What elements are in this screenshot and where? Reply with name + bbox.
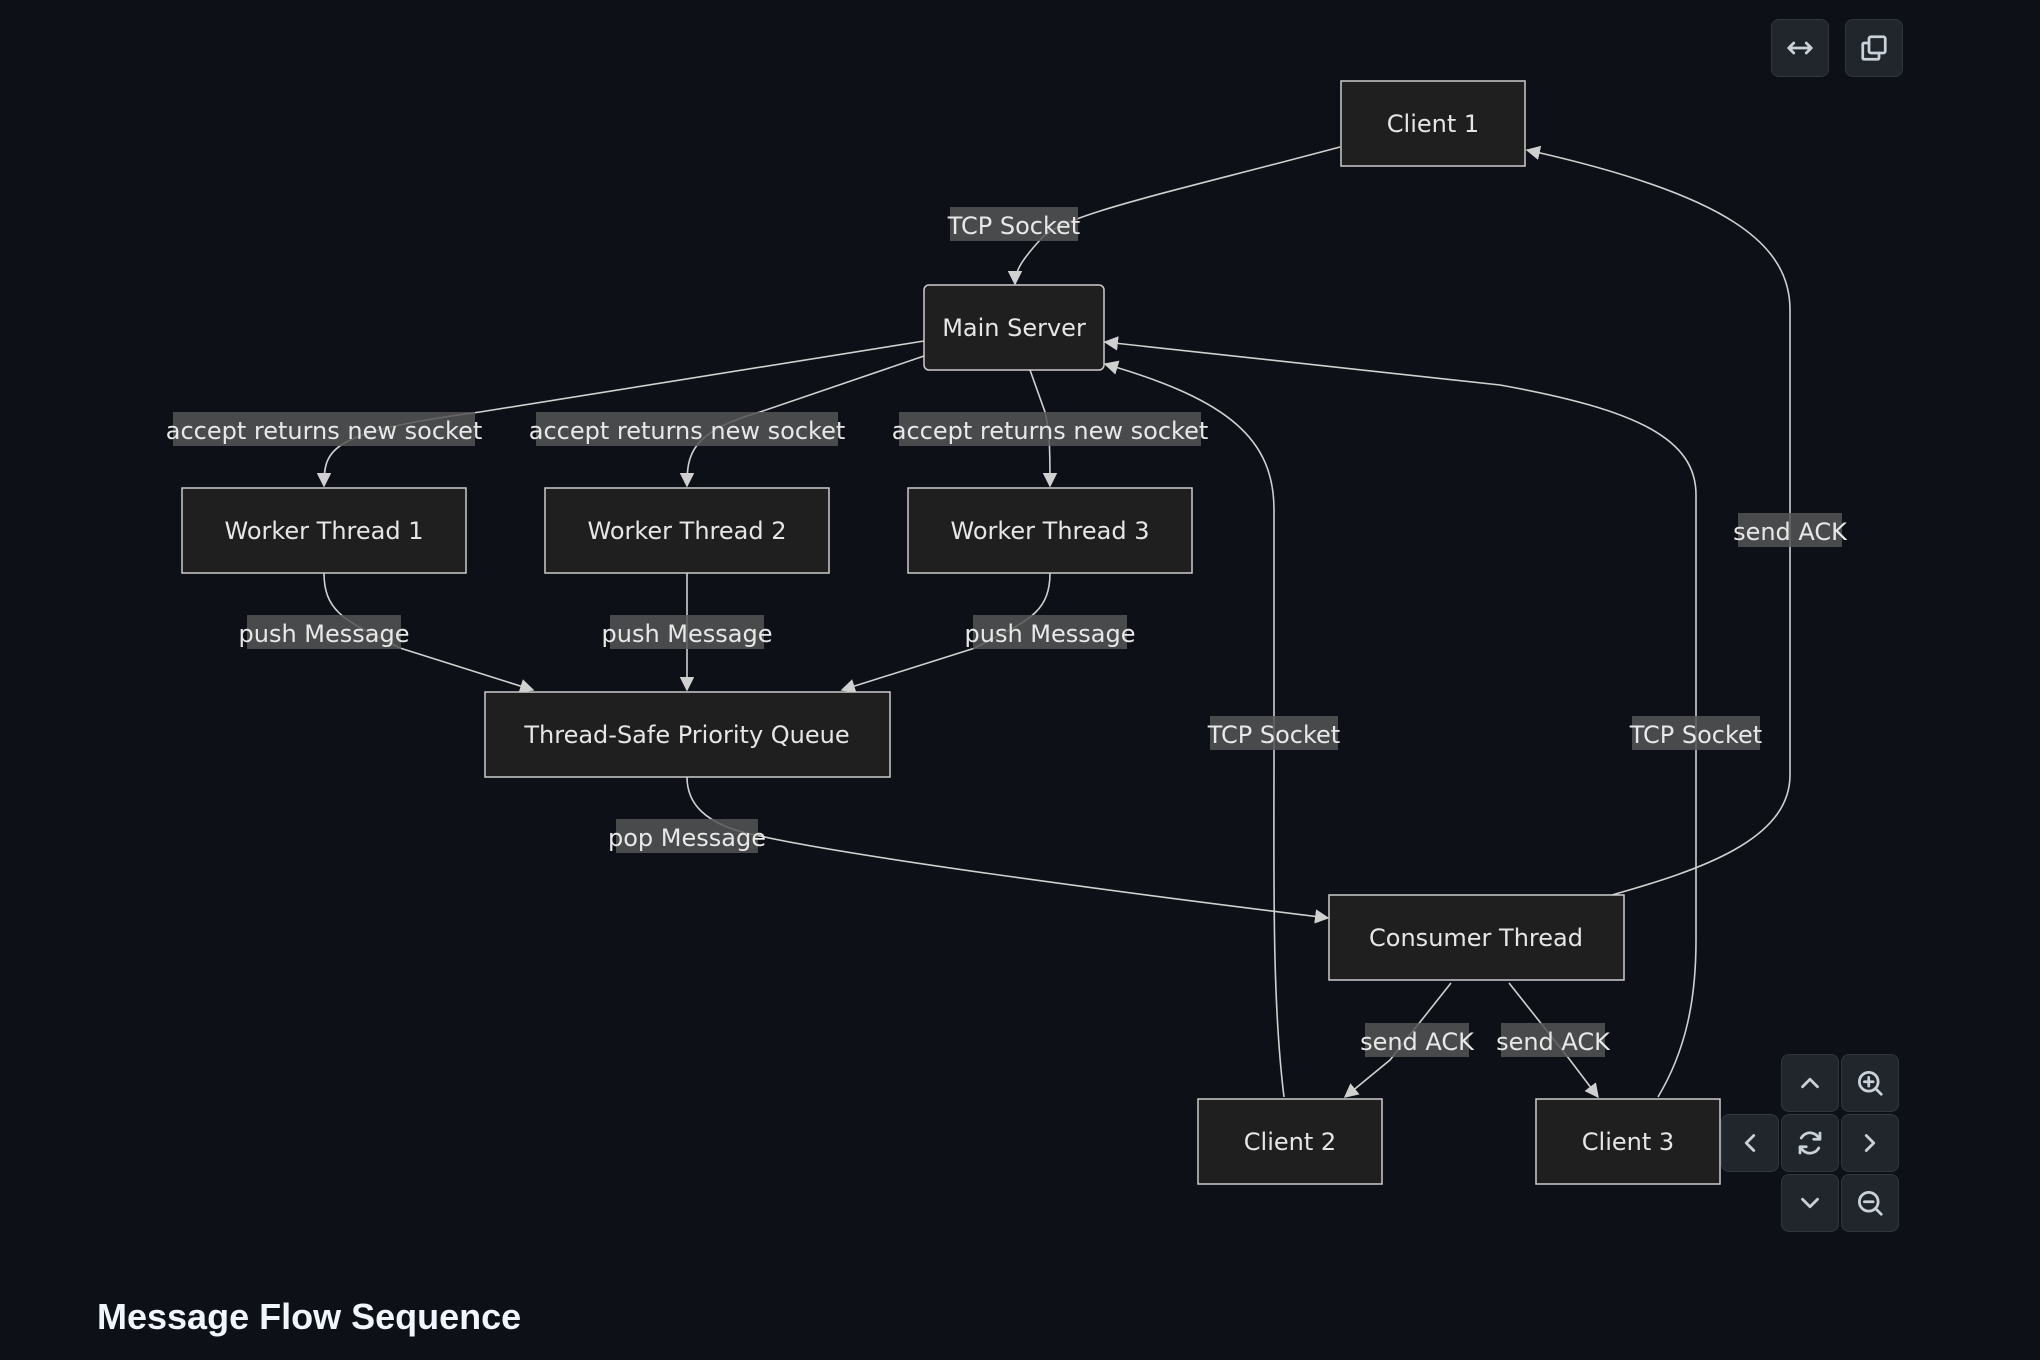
svg-text:Client 2: Client 2 [1244,1128,1336,1156]
edge-label-accept-worker3: accept returns new socket [892,412,1209,446]
edge-consumer-client1 [1525,145,1791,896]
pan-up-button[interactable] [1781,1054,1839,1112]
node-consumer-thread[interactable]: Consumer Thread [1328,894,1625,981]
svg-text:accept returns new socket: accept returns new socket [529,417,846,445]
svg-text:accept returns new socket: accept returns new socket [166,417,483,445]
svg-text:pop Message: pop Message [608,824,766,852]
edge-label-push-worker2: push Message [602,615,773,649]
svg-text:push Message: push Message [239,620,410,648]
reset-view-button[interactable] [1781,1114,1839,1172]
edge-client2-main-server [1103,360,1285,1098]
svg-text:Worker Thread 3: Worker Thread 3 [951,517,1150,545]
node-worker-thread-2[interactable]: Worker Thread 2 [544,487,830,574]
edge-label-push-worker1: push Message [239,615,410,649]
edge-label-send-ack-client2: send ACK [1360,1023,1475,1057]
edge-label-accept-worker1: accept returns new socket [166,412,483,446]
svg-text:TCP Socket: TCP Socket [1629,721,1762,749]
chevron-right-icon [1864,1134,1876,1152]
node-client-2[interactable]: Client 2 [1197,1098,1383,1185]
svg-text:Client 3: Client 3 [1582,1128,1674,1156]
edge-queue-consumer [686,776,1330,924]
edge-label-push-worker3: push Message [965,615,1136,649]
node-main-server[interactable]: Main Server [923,284,1105,371]
pan-right-button[interactable] [1841,1114,1899,1172]
chevron-down-icon [1801,1197,1819,1209]
chevron-up-icon [1801,1077,1819,1089]
edge-consumer-client3 [1508,982,1599,1099]
node-client-3[interactable]: Client 3 [1535,1098,1721,1185]
svg-text:Client 1: Client 1 [1387,110,1479,138]
svg-text:Thread-Safe Priority Queue: Thread-Safe Priority Queue [523,721,849,749]
node-client-1[interactable]: Client 1 [1340,80,1526,167]
pan-down-button[interactable] [1781,1174,1839,1232]
svg-text:Main Server: Main Server [942,314,1086,342]
edge-client3-main-server [1103,336,1697,1098]
svg-text:accept returns new socket: accept returns new socket [892,417,1209,445]
edge-label-accept-worker2: accept returns new socket [529,412,846,446]
edge-label-pop-message: pop Message [608,819,766,853]
edge-consumer-client2 [1343,982,1452,1098]
svg-text:send ACK: send ACK [1496,1028,1611,1056]
zoom-in-icon [1858,1071,1883,1096]
horizontal-arrows-icon [1787,41,1813,55]
svg-text:push Message: push Message [602,620,773,648]
edge-label-tcp-socket-client1: TCP Socket [947,207,1080,241]
svg-text:Worker Thread 2: Worker Thread 2 [588,517,787,545]
refresh-icon [1798,1131,1822,1155]
zoom-in-button[interactable] [1841,1054,1899,1112]
edge-label-send-ack-client1: send ACK [1733,513,1848,547]
chevron-left-icon [1744,1134,1756,1152]
edge-label-tcp-socket-client2: TCP Socket [1207,716,1340,750]
svg-text:Worker Thread 1: Worker Thread 1 [225,517,424,545]
edge-label-tcp-socket-client3: TCP Socket [1629,716,1762,750]
copy-icon [1861,35,1887,61]
copy-button[interactable] [1845,19,1903,77]
edge-label-send-ack-client3: send ACK [1496,1023,1611,1057]
node-worker-thread-1[interactable]: Worker Thread 1 [181,487,467,574]
zoom-out-icon [1858,1191,1883,1216]
node-worker-thread-3[interactable]: Worker Thread 3 [907,487,1193,574]
zoom-out-button[interactable] [1841,1174,1899,1232]
section-heading: Message Flow Sequence [97,1296,522,1337]
svg-text:TCP Socket: TCP Socket [1207,721,1340,749]
svg-text:push Message: push Message [965,620,1136,648]
pan-left-button[interactable] [1721,1114,1779,1172]
svg-text:send ACK: send ACK [1733,518,1848,546]
node-priority-queue[interactable]: Thread-Safe Priority Queue [484,691,891,778]
svg-text:send ACK: send ACK [1360,1028,1475,1056]
svg-text:Consumer Thread: Consumer Thread [1369,924,1583,952]
fit-width-button[interactable] [1771,19,1829,77]
svg-text:TCP Socket: TCP Socket [947,212,1080,240]
